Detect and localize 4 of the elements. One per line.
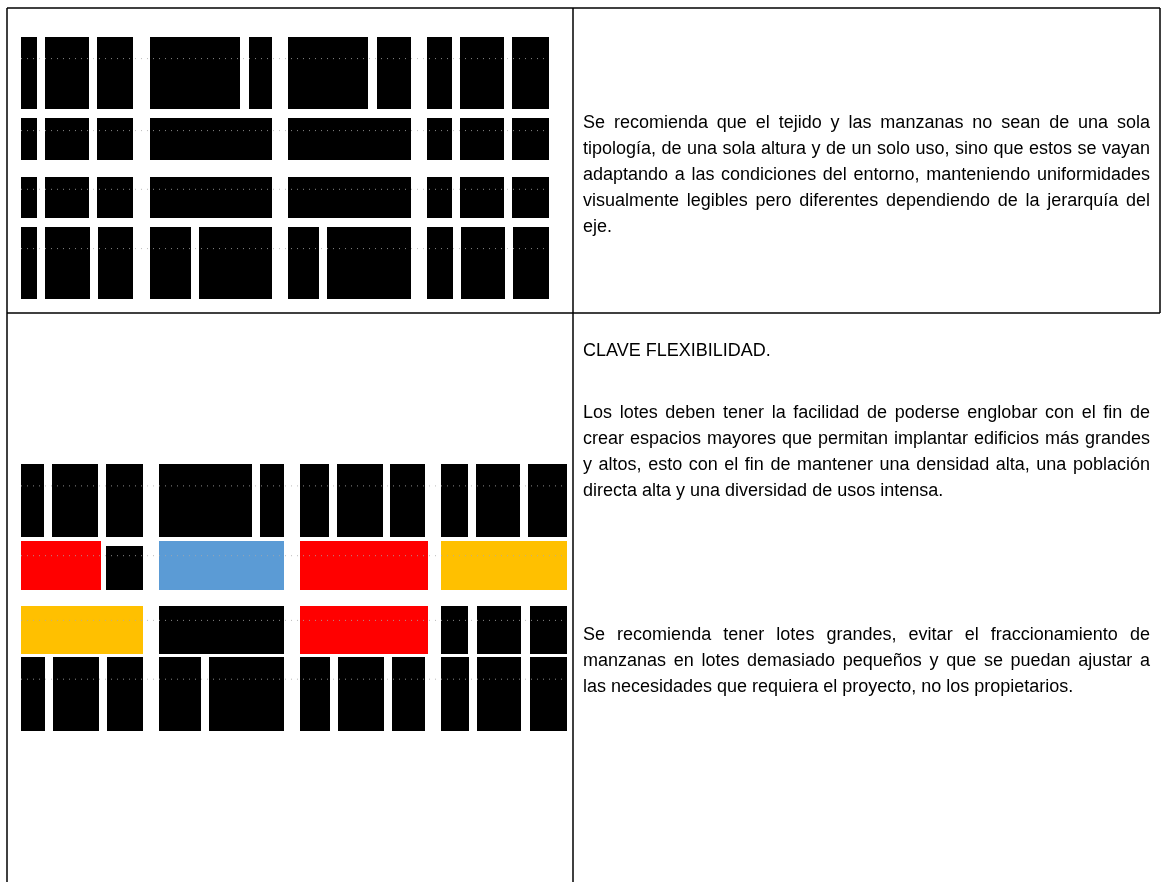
heading: CLAVE FLEXIBILIDAD.: [583, 339, 772, 362]
paragraph: Los lotes deben tener la facilidad de poderse englobar con el fin de crear espacios mayores que permitan implantar edificios más grandes y altos, esto con el fin de mantener una densidad alta, una población directa alta y una diversidad de usos intensa.: [583, 401, 1150, 502]
paragraph: Se recomienda que el tejido y las manzanas no sean de una sola tipología, de una sola altura y de un solo uso, sino que estos se vayan adaptando a las condiciones del entorno, manteniendo uniformidades visualmente legibles pero diferentes dependiendo de la jerarquía del eje.: [583, 111, 1150, 238]
paragraph: Se recomienda tener lotes grandes, evitar el fraccionamiento de manzanas en lotes demasiado pequeños y que se puedan ajustar a las necesidades que requiera el proyecto, no los propietarios.: [583, 623, 1150, 698]
